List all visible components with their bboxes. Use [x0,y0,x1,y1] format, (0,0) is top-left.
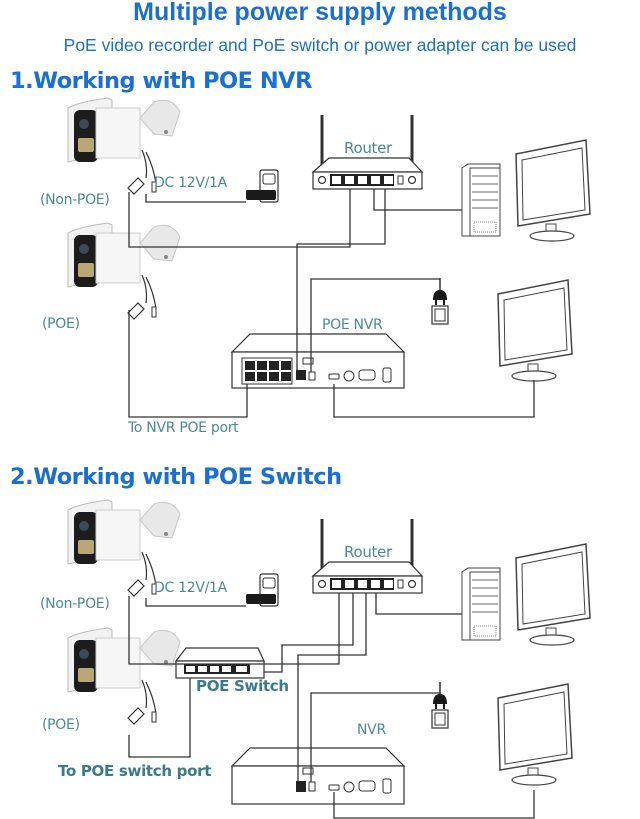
poe-label: (POE) [42,316,80,332]
router-label: Router [344,543,392,561]
section-1-cables [128,189,535,418]
dc-power-label: DC 12V/1A [154,175,227,191]
desktop-tower-icon [461,567,501,641]
dc-power-outlet-icon [245,169,279,203]
switch-port-note: To POE switch port [58,762,212,780]
section-1-heading: 1.Working with POE NVR [10,68,312,94]
poe-nvr-icon [230,333,406,389]
nvr-label: NVR [357,722,386,738]
dc-power-label: DC 12V/1A [154,580,227,596]
section-2-diagram [67,499,591,819]
non-poe-label: (Non-POE) [40,596,110,612]
poe-switch-label: POE Switch [196,677,289,695]
nvr-port-note: To NVR POE port [128,420,239,436]
dc-power-outlet-icon [245,573,279,607]
desktop-tower-icon [461,163,501,237]
router-label: Router [344,139,392,157]
page-title: Multiple power supply methods [133,0,507,26]
nvr-monitor-icon [497,279,573,382]
section-2-cables [128,593,535,819]
poe-camera-icon [67,627,181,725]
nvr-icon [230,747,406,805]
section-2-heading: 2.Working with POE Switch [10,464,342,490]
poe-switch-icon [174,647,265,679]
nvr-monitor-icon [497,683,573,786]
monitor-icon [515,139,591,242]
non-poe-label: (Non-POE) [40,192,110,208]
nvr-power-plug-icon [431,681,449,729]
poe-label: (POE) [42,717,80,733]
section-1-diagram [67,97,591,418]
poe-nvr-label: POE NVR [322,317,383,333]
nvr-power-plug-icon [431,277,449,325]
poe-camera-icon [67,222,181,320]
monitor-icon [515,543,591,646]
page-subtitle: PoE video recorder and PoE switch or pow… [63,35,577,55]
